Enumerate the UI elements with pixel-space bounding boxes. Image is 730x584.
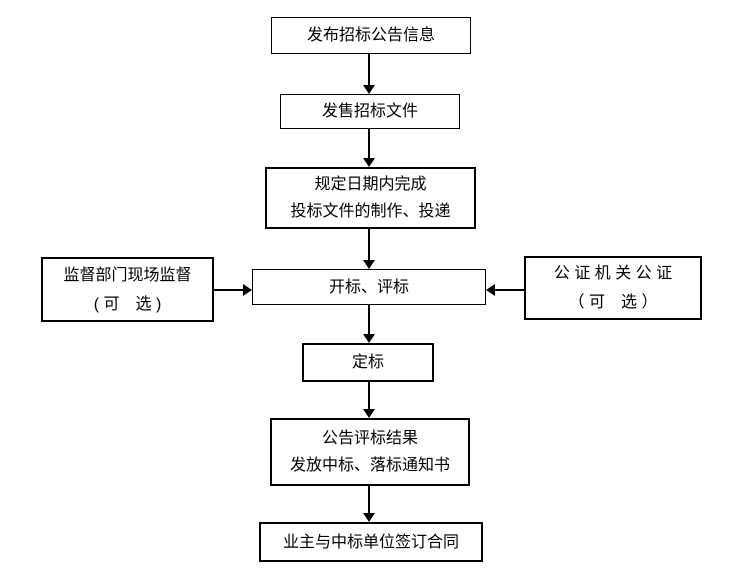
arrow-shaft: [368, 382, 370, 409]
node-text: 发售招标文件: [321, 103, 418, 120]
arrow-down-decide-to-announce: [363, 382, 375, 418]
node-supervision-optional: 监督部门现场监督 ( 可 选 ): [41, 257, 214, 322]
arrow-shaft: [368, 486, 370, 513]
arrow-shaft: [368, 229, 370, 260]
arrow-head-down-icon: [363, 334, 375, 343]
node-text: 定标: [351, 354, 384, 371]
node-text: （ 可 选 ）: [568, 294, 658, 311]
node-text: 规定日期内完成: [314, 176, 427, 193]
arrow-head-down-icon: [363, 409, 375, 418]
arrow-down-open-to-decide: [363, 305, 375, 343]
node-decide-winner: 定标: [302, 343, 434, 382]
node-announce-results: 公告评标结果 发放中标、落标通知书: [270, 418, 470, 486]
node-text: ( 可 选 ): [93, 295, 162, 313]
node-text: 业主与中标单位签订合同: [282, 533, 459, 551]
arrow-down-prepare-to-open: [363, 229, 375, 269]
node-publish-announcement: 发布招标公告信息: [271, 17, 471, 54]
arrow-down-publish-to-sell: [363, 54, 375, 94]
arrow-head-down-icon: [363, 85, 375, 94]
arrow-head-down-icon: [363, 260, 375, 269]
arrow-head-left-icon: [486, 284, 495, 296]
node-text: 公 证 机 关 公 证: [553, 265, 673, 282]
node-notarization-optional: 公 证 机 关 公 证 （ 可 选 ）: [524, 256, 702, 320]
arrow-right-supervision-to-open: [214, 284, 252, 296]
arrow-down-announce-to-contract: [363, 486, 375, 522]
arrow-shaft: [214, 289, 243, 291]
node-text: 发布招标公告信息: [306, 27, 435, 44]
node-text: 公告评标结果: [321, 430, 418, 447]
node-text: 发放中标、落标通知书: [289, 457, 450, 474]
arrow-left-notary-to-open: [486, 284, 524, 296]
node-text: 监督部门现场监督: [63, 266, 192, 284]
node-text: 开标、评标: [328, 278, 409, 296]
node-text: 投标文件的制作、投递: [290, 203, 451, 220]
arrow-shaft: [495, 289, 524, 291]
node-open-evaluate-bids: 开标、评标: [252, 269, 486, 305]
arrow-shaft: [368, 54, 370, 85]
node-sell-documents: 发售招标文件: [280, 94, 460, 129]
arrow-shaft: [368, 305, 370, 334]
node-prepare-submit-bids: 规定日期内完成 投标文件的制作、投递: [265, 167, 476, 229]
arrow-head-down-icon: [363, 513, 375, 522]
arrow-shaft: [368, 129, 370, 158]
arrow-head-right-icon: [243, 284, 252, 296]
arrow-head-down-icon: [363, 158, 375, 167]
arrow-down-sell-to-prepare: [363, 129, 375, 167]
node-sign-contract: 业主与中标单位签订合同: [259, 522, 483, 562]
